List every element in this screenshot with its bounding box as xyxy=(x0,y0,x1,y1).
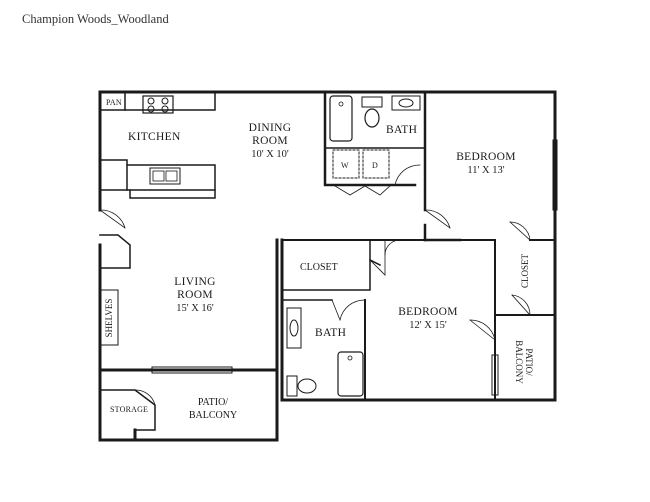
dining-dimensions: 10' X 10' xyxy=(251,149,289,160)
kitchen-label: KITCHEN xyxy=(128,131,181,144)
bath1-name: BATH xyxy=(386,124,418,136)
bedroom2-label: BEDROOM 12' X 15' xyxy=(390,306,466,332)
closet1-label: CLOSET xyxy=(300,262,338,273)
bath1-label: BATH xyxy=(386,124,417,137)
shelves-label: SHELVES xyxy=(104,298,114,338)
plan-title: Champion Woods_Woodland xyxy=(22,12,169,26)
patio-bottom-line1: PATIO/ xyxy=(197,397,229,408)
living-dimensions: 15' X 16' xyxy=(176,303,214,314)
bath2-label: BATH xyxy=(315,327,346,340)
patio-bottom-label: PATIO/ BALCONY xyxy=(183,396,243,422)
outer-wall-top xyxy=(98,90,557,242)
bedroom2-name: BEDROOM xyxy=(398,306,458,318)
living-label: LIVING ROOM 15' X 16' xyxy=(165,276,225,315)
closet2-label: CLOSET xyxy=(520,254,530,289)
dining-name-line1: DINING xyxy=(248,122,292,134)
bedroom1-dimensions: 11' X 13' xyxy=(467,165,505,176)
dining-label: DINING ROOM 10' X 10' xyxy=(240,122,300,161)
dryer-label: D xyxy=(372,161,378,170)
patio-bottom-line2: BALCONY xyxy=(188,410,238,421)
washer-label: W xyxy=(341,161,349,170)
bedroom1-label: BEDROOM 11' X 13' xyxy=(448,151,524,177)
living-name-line1: LIVING xyxy=(174,276,216,288)
bedroom2-dimensions: 12' X 15' xyxy=(409,320,447,331)
patio-right-line1: PATIO/ xyxy=(524,348,534,376)
dining-name-line2: ROOM xyxy=(252,135,288,147)
storage-label: STORAGE xyxy=(110,405,149,414)
living-name-line2: ROOM xyxy=(177,289,213,301)
patio-right-label: PATIO/ BALCONY xyxy=(514,332,534,392)
bath2-name: BATH xyxy=(315,327,347,339)
patio-right-line2: BALCONY xyxy=(514,340,524,384)
kitchen-name: KITCHEN xyxy=(128,131,181,143)
pantry-label: PAN xyxy=(106,98,122,107)
bedroom1-name: BEDROOM xyxy=(456,151,516,163)
